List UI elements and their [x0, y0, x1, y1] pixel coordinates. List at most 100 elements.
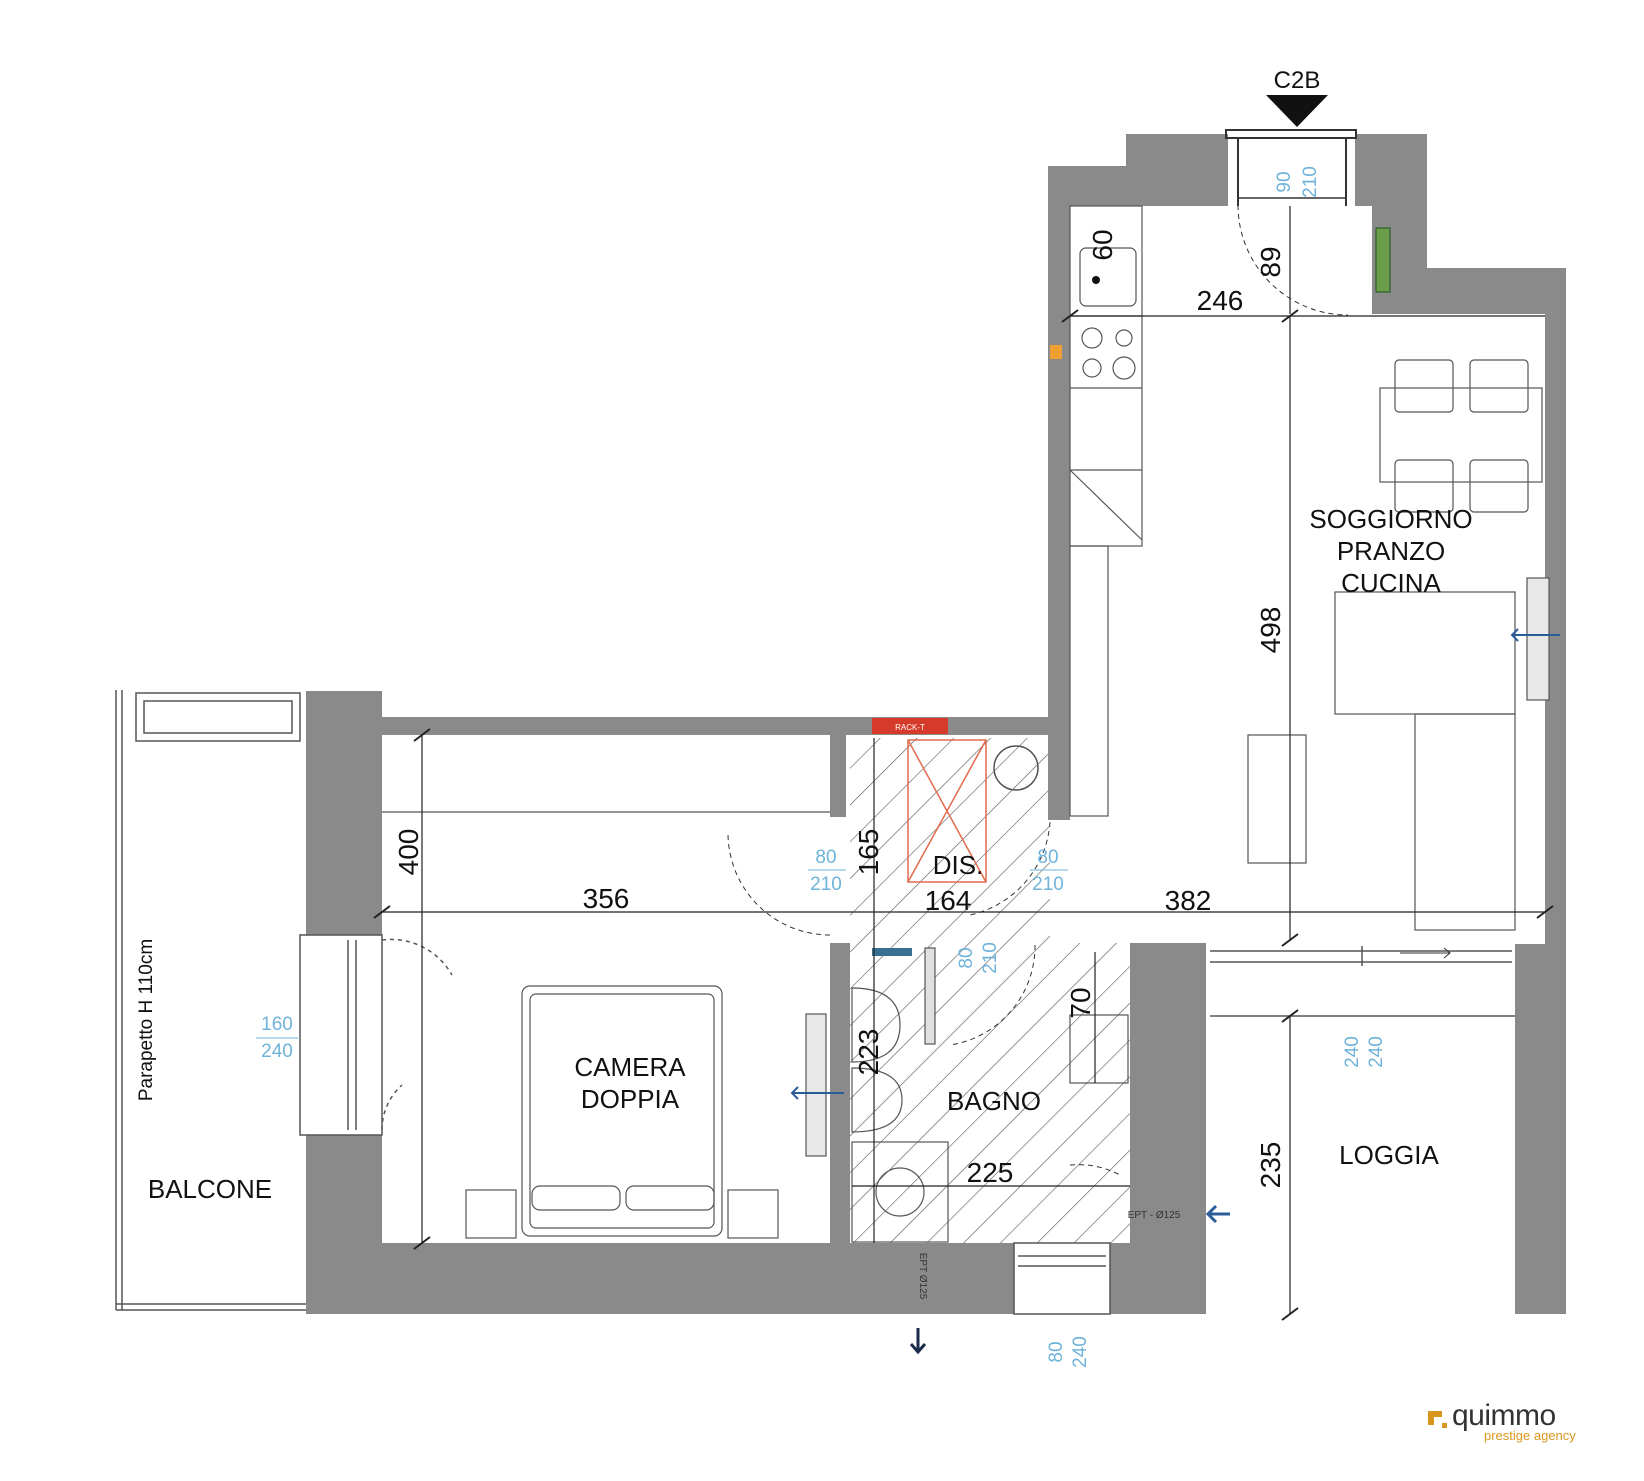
- bedroom-airflow-icon: [790, 1086, 844, 1100]
- burner-icon: [1115, 329, 1133, 347]
- parapet-note: Parapetto H 110cm: [136, 939, 157, 1101]
- vent-floor-note: EPT Ø125: [917, 1253, 928, 1300]
- sliding-arrow-icon: [1400, 947, 1451, 959]
- marker-label: C2B: [1274, 67, 1321, 94]
- brand-logo: quimmo prestige agency: [1428, 1399, 1588, 1443]
- dim-bedroom-depth: 400: [393, 829, 424, 876]
- vent-arrow-icon: [1205, 1204, 1230, 1224]
- bath-window-size-w: 80: [1046, 1341, 1067, 1362]
- wall-bedroom-north: [380, 717, 1050, 735]
- bedroom-door-size-h: 210: [810, 874, 842, 895]
- bath-door-swing: [949, 944, 1036, 1046]
- wall-balcony-pier-top: [306, 691, 382, 935]
- chair-icon: [1394, 359, 1454, 413]
- burner-icon: [1081, 327, 1103, 349]
- bath-door-size-w: 80: [956, 947, 977, 968]
- dim-basin-width: 70: [1065, 987, 1096, 1018]
- burner-icon: [1082, 358, 1102, 378]
- drain-arrow-icon: [909, 1328, 927, 1355]
- wall-living-east: [1545, 268, 1566, 944]
- boiler-icon: [993, 745, 1039, 791]
- loggia-door: [1210, 946, 1515, 1017]
- dim-hall-depth: 165: [853, 829, 884, 876]
- wall-kitchen-west: [1048, 166, 1070, 820]
- wall-entry-left: [1126, 134, 1228, 206]
- pillow: [625, 1185, 715, 1211]
- door-swings: [727, 821, 1121, 1176]
- vent-bath-note: EPT - Ø125: [1128, 1210, 1181, 1221]
- dim-sink-width: 60: [1087, 229, 1118, 260]
- loggia-label: LOGGIA: [1339, 1140, 1439, 1170]
- wall-south: [306, 1243, 1014, 1314]
- bath-door-swing-2: [1069, 1164, 1121, 1176]
- logo-dot-icon: [1442, 1423, 1447, 1428]
- hall-door-size-h: 210: [1032, 874, 1064, 895]
- living-label-line3: CUCINA: [1341, 568, 1441, 598]
- toilet-icon: [851, 987, 901, 1063]
- balcony: [115, 690, 453, 1311]
- dim-entry-depth: 89: [1255, 246, 1286, 277]
- svg-text:210: 210: [1300, 166, 1321, 198]
- living-label-line1: SOGGIORNO: [1309, 504, 1472, 534]
- panel-label-box: [872, 718, 948, 734]
- bath-label: BAGNO: [947, 1086, 1041, 1116]
- dim-bedroom-width: 356: [583, 883, 630, 914]
- coffee-table: [1247, 734, 1307, 864]
- bedroom-ac-icon: [805, 1013, 827, 1157]
- shower-tray: [851, 1141, 949, 1243]
- logo-tagline: prestige agency: [1484, 1428, 1576, 1443]
- loggia-window-size-w: 240: [1342, 1036, 1363, 1068]
- wall-loggia-east: [1515, 944, 1566, 1314]
- balcony-window-size-h: 240: [261, 1041, 293, 1062]
- kitchen-counter: [1069, 205, 1391, 817]
- gas-valve-icon: [1050, 345, 1062, 359]
- bedroom-door-swing: [727, 832, 831, 936]
- dimension-values: 246 60 89 498 400 356 165 164 382 223 70…: [393, 229, 1286, 1188]
- pillow: [531, 1185, 621, 1211]
- bath-window-size-h: 240: [1070, 1336, 1091, 1368]
- dim-bath-length: 223: [853, 1029, 884, 1076]
- hall-hatch: [850, 738, 1050, 943]
- sofa: [1334, 591, 1516, 715]
- dim-hall-width: 164: [925, 885, 972, 916]
- room-labels: SOGGIORNO PRANZO CUCINA CAMERA DOPPIA BA…: [148, 504, 1473, 1204]
- wardrobe-icon: [907, 739, 987, 883]
- ac-airflow-icon: [1510, 628, 1560, 642]
- wall-kitchen-north: [1048, 166, 1128, 206]
- dimension-lines: [382, 206, 1545, 1314]
- hall-label: DIS.: [933, 850, 984, 880]
- chair-icon: [1469, 359, 1529, 413]
- chair-icon: [1394, 459, 1454, 513]
- bedroom-furniture: [382, 811, 830, 1239]
- logo-mark-icon: [1428, 1411, 1442, 1425]
- hatched-areas: [850, 738, 1130, 1243]
- opening-sizes: 80 210 80 210 80 210 160 240 240 240 80 …: [256, 847, 1387, 1368]
- dim-loggia-depth: 235: [1255, 1142, 1286, 1189]
- ac-unit-icon: [1526, 577, 1550, 701]
- sofa-chaise: [1414, 713, 1516, 931]
- wall-hall-east: [1050, 735, 1068, 817]
- bedroom-label-line2: DOPPIA: [581, 1084, 680, 1114]
- bedroom-label-line1: CAMERA: [574, 1052, 686, 1082]
- towel-rail-icon: [872, 948, 912, 956]
- balcony-label: BALCONE: [148, 1174, 272, 1204]
- burner-icon: [1112, 356, 1136, 380]
- dining-table: [1379, 387, 1543, 483]
- shower-drain-icon: [875, 1167, 925, 1217]
- entry-frame: [1225, 129, 1357, 139]
- balcony-window-size-w: 160: [261, 1014, 293, 1035]
- dim-kitchen-width: 246: [1197, 285, 1244, 316]
- washbasin-icon: [1069, 1014, 1129, 1084]
- hall-furniture: RACK-T: [872, 718, 1039, 883]
- bath-hatch: [850, 943, 1130, 1243]
- chair-icon: [1469, 459, 1529, 513]
- c2b-arrow-icon: [1266, 95, 1328, 127]
- living-label-line2: PRANZO: [1337, 536, 1445, 566]
- nightstand: [465, 1189, 517, 1239]
- wall-loggia-west: [1130, 943, 1206, 1314]
- double-bed: [521, 985, 723, 1237]
- sink-tap-icon: [1092, 276, 1100, 284]
- svg-text:90: 90: [1274, 171, 1295, 192]
- dimension-ticks: [373, 309, 1554, 1321]
